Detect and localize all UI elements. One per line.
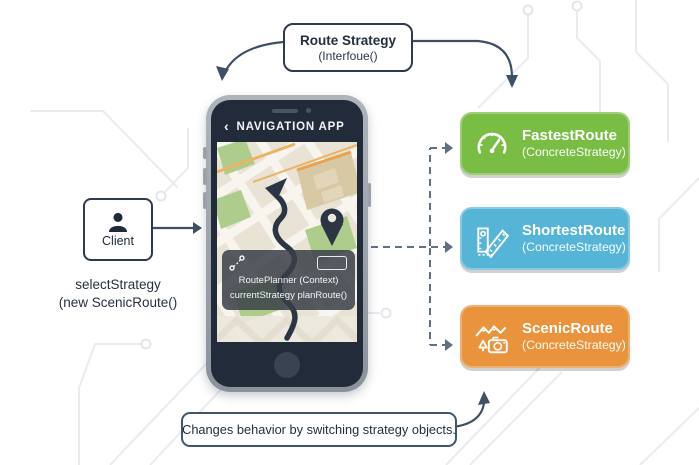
arrow-strategy-to-phone: [225, 40, 284, 71]
client-box: Client: [83, 198, 153, 261]
client-label: Client: [102, 233, 134, 248]
app-header: ‹ NAVIGATION APP: [224, 118, 345, 135]
strategy-card-shortestroute: ShortestRoute (ConcreteStrategy): [460, 207, 630, 270]
route-planner-panel: RoutePlanner (Context) currentStrategy p…: [222, 250, 355, 310]
strategy-subtitle: (ConcreteStrategy): [522, 240, 626, 254]
route-strategy-box: Route Strategy (Interfoue(): [283, 23, 413, 72]
phone-side-button: [203, 192, 207, 209]
route-icon: [229, 255, 245, 271]
context-line2: currentStrategy planRoute(): [229, 290, 348, 301]
select-strategy-line2: (new ScenicRoute(): [58, 295, 178, 310]
phone-speaker: [272, 109, 298, 113]
strategy-card-scenicroute: ScenicRoute (ConcreteStrategy): [460, 305, 630, 368]
strategy-subtitle: (ConcreteStrategy): [522, 338, 626, 352]
phone-mockup: ‹ NAVIGATION APP: [203, 95, 371, 392]
phone-side-button: [367, 183, 371, 207]
home-button: [274, 352, 300, 378]
mountain-camera-icon: [475, 324, 508, 353]
select-strategy-line1: selectStrategy: [75, 277, 161, 292]
dashed-dispatch-lines: [371, 147, 445, 346]
strategy-name: ShortestRoute: [522, 222, 626, 239]
select-strategy-note: selectStrategy (new ScenicRoute(): [20, 276, 216, 312]
caption-text: Changes behavior by switching strategy o…: [182, 422, 456, 437]
caption-box: Changes behavior by switching strategy o…: [181, 412, 457, 447]
context-line1: RoutePlanner (Context): [238, 275, 339, 286]
route-arrowhead: [265, 178, 287, 200]
phone-body: ‹ NAVIGATION APP: [211, 100, 363, 387]
back-icon: ‹: [224, 118, 230, 134]
phone-side-button: [203, 147, 207, 159]
route-strategy-title: Route Strategy: [299, 32, 397, 48]
ruler-icon: [477, 226, 510, 258]
location-pin-icon: [320, 208, 344, 246]
speedometer-icon: [477, 132, 507, 154]
person-icon: [108, 212, 128, 232]
strategy-name: ScenicRoute: [522, 320, 613, 337]
phone-side-button: [203, 168, 207, 185]
phone-camera: [306, 108, 311, 113]
panel-frame: [317, 256, 347, 270]
app-title: NAVIGATION APP: [236, 121, 345, 133]
route-strategy-subtitle: (Interfoue(): [318, 48, 378, 63]
strategy-subtitle: (ConcreteStrategy): [522, 145, 626, 159]
strategy-name: FastestRoute: [522, 127, 618, 144]
strategy-card-fastestroute: FastestRoute (ConcreteStrategy): [460, 112, 630, 175]
arrow-strategy-to-fastest: [410, 39, 514, 78]
map-screen: [217, 142, 357, 342]
map-illustration: [217, 142, 357, 342]
